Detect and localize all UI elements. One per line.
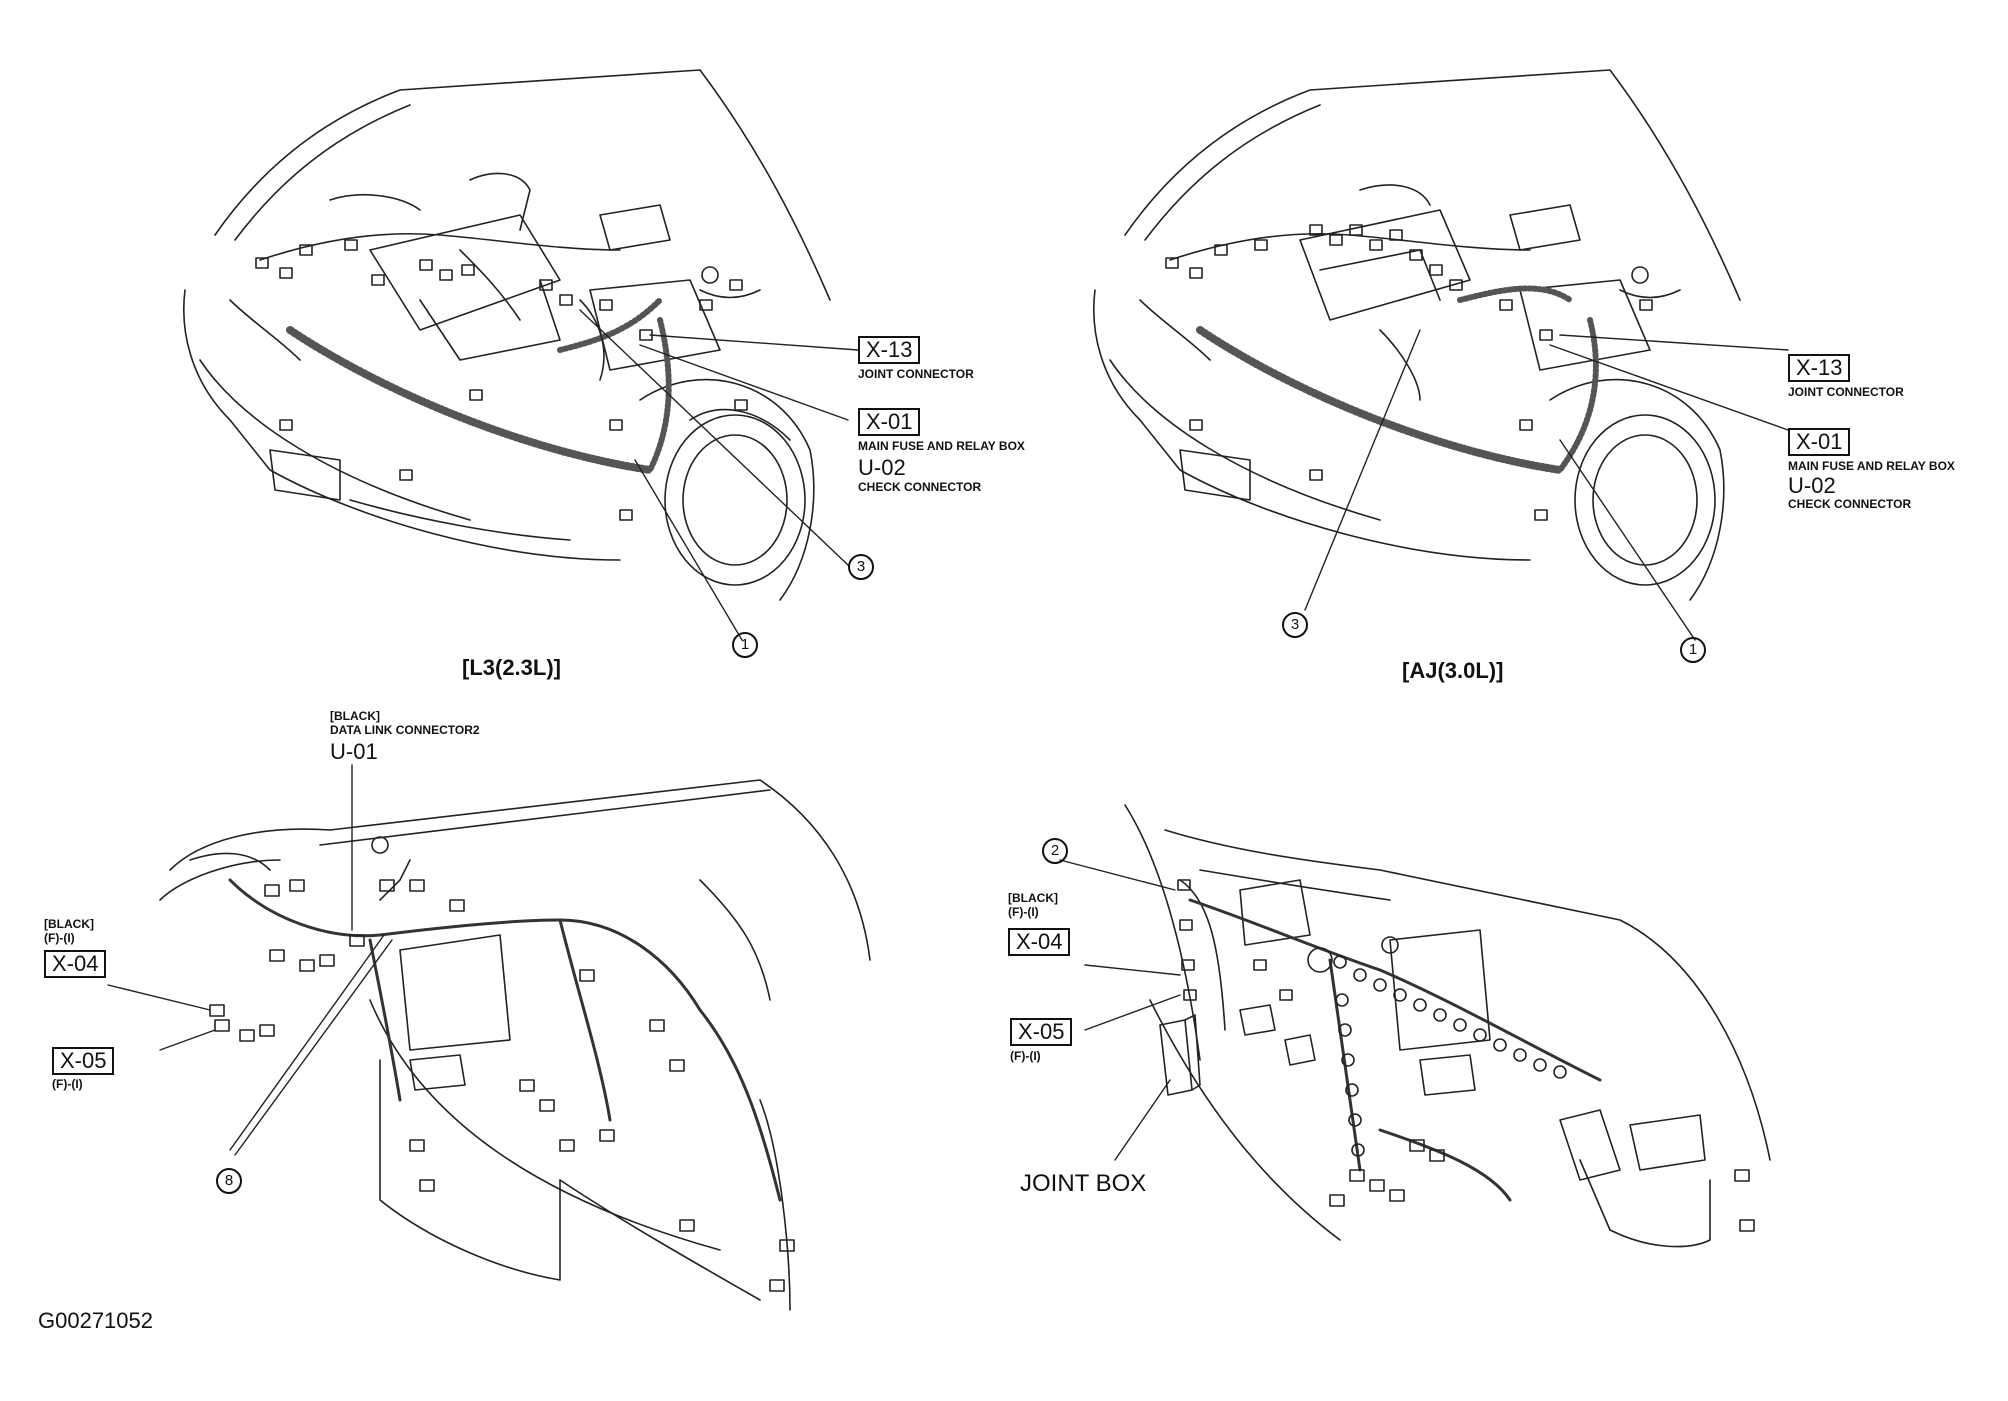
x04-code-right: X-04	[1008, 928, 1071, 956]
u01-desc-label: DATA LINK CONNECTOR2	[330, 723, 480, 737]
x04-color-left: [BLACK]	[44, 917, 94, 931]
u01-color-label: [BLACK]	[330, 709, 380, 723]
x01-desc-l3: MAIN FUSE AND RELAY BOX	[858, 439, 1025, 453]
x04-code-left: X-04	[44, 950, 107, 978]
u02-desc-l3: CHECK CONNECTOR	[858, 480, 982, 494]
u02-code-l3: U-02	[858, 455, 906, 480]
u02-code-aj: U-02	[1788, 473, 1836, 498]
engine-bay-l3-illustration	[183, 69, 859, 641]
engine-bay-aj-illustration	[1093, 69, 1789, 641]
x05-code-left: X-05	[52, 1047, 115, 1075]
x05-code-right: X-05	[1010, 1018, 1073, 1046]
callout-3-aj: 3	[1282, 612, 1308, 638]
x13-desc-l3: JOINT CONNECTOR	[858, 367, 974, 381]
x01-code-aj: X-01	[1788, 428, 1851, 456]
x04-sub-right: (F)-(I)	[1008, 905, 1039, 919]
x01-desc-aj: MAIN FUSE AND RELAY BOX	[1788, 459, 1955, 473]
x04-color-right: [BLACK]	[1008, 891, 1058, 905]
x05-sub-left: (F)-(I)	[52, 1077, 83, 1091]
dashboard-right-illustration	[1059, 804, 1771, 1248]
x13-code-l3: X-13	[858, 336, 921, 364]
x05-sub-right: (F)-(I)	[1010, 1049, 1041, 1063]
diagram-id: G00271052	[38, 1308, 153, 1333]
caption-l3: [L3(2.3L)]	[462, 655, 561, 680]
callout-3-l3: 3	[848, 554, 874, 580]
callout-1-aj: 1	[1680, 637, 1706, 663]
x04-sub-left: (F)-(I)	[44, 931, 75, 945]
callout-8: 8	[216, 1168, 242, 1194]
u02-desc-aj: CHECK CONNECTOR	[1788, 497, 1912, 511]
caption-aj: [AJ(3.0L)]	[1402, 658, 1504, 683]
u01-code-label: U-01	[330, 739, 378, 764]
callout-1-l3: 1	[732, 632, 758, 658]
dashboard-left-illustration	[107, 764, 871, 1311]
x13-code-aj: X-13	[1788, 354, 1851, 382]
x01-code-l3: X-01	[858, 408, 921, 436]
callout-2: 2	[1042, 838, 1068, 864]
joint-box-label: JOINT BOX	[1020, 1170, 1147, 1197]
x13-desc-aj: JOINT CONNECTOR	[1788, 385, 1904, 399]
